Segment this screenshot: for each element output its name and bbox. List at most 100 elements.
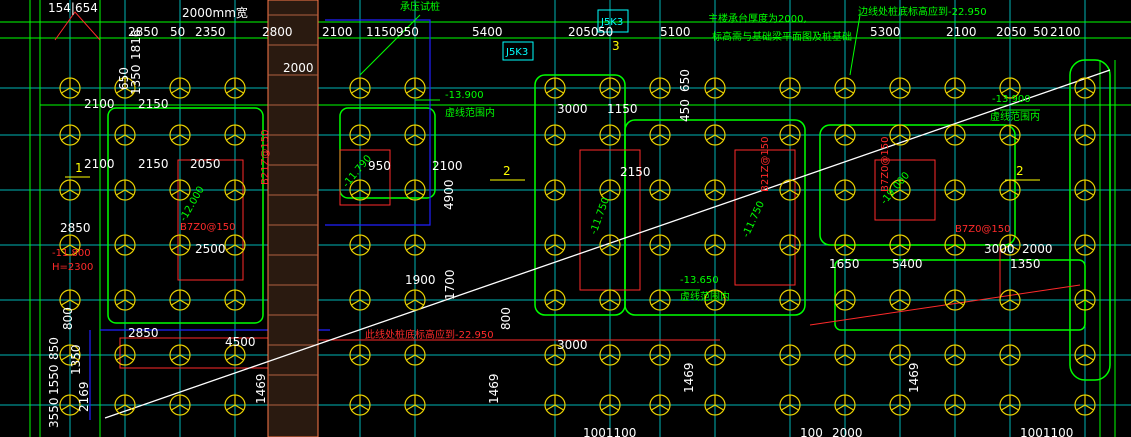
pile-symbol xyxy=(169,234,191,256)
pile-symbol xyxy=(999,77,1021,99)
pile-symbol xyxy=(224,289,246,311)
dimension-text: 2350 xyxy=(195,25,226,39)
pile-symbol xyxy=(224,124,246,146)
pile-symbol xyxy=(404,344,426,366)
pile-symbol xyxy=(599,394,621,416)
dimension-text: 1469 xyxy=(682,362,696,393)
pile-symbol xyxy=(59,394,81,416)
rebar-r3: B21Z@150 xyxy=(760,136,771,192)
pile-symbol xyxy=(59,77,81,99)
pile-symbol xyxy=(779,77,801,99)
dimension-text: 50 xyxy=(598,25,613,39)
pile-symbol xyxy=(224,179,246,201)
pile-symbol xyxy=(779,394,801,416)
pile-symbol xyxy=(544,77,566,99)
pile-symbol xyxy=(1074,289,1096,311)
pile-symbol xyxy=(544,289,566,311)
dimension-text: 2050 xyxy=(190,157,221,171)
pile-symbol xyxy=(834,124,856,146)
note-main-building-2: 标高需与基础梁平面图及桩基础 xyxy=(712,30,852,43)
pile-symbol xyxy=(889,289,911,311)
dimension-text: 950 xyxy=(396,25,419,39)
dimension-text: 2000 xyxy=(832,426,863,437)
pile-symbol xyxy=(944,179,966,201)
pile-symbol xyxy=(349,344,371,366)
pile-symbol xyxy=(169,289,191,311)
pile-symbol xyxy=(704,394,726,416)
section-mark-2b: 2 xyxy=(1016,164,1024,178)
elev-left-red-h: H=2300 xyxy=(52,262,93,273)
pile-symbol xyxy=(224,394,246,416)
pile-symbol xyxy=(114,234,136,256)
dimension-text: 5400 xyxy=(472,25,503,39)
box-label-1 xyxy=(597,9,629,33)
pile-symbol xyxy=(114,179,136,201)
dimension-text: 1469 xyxy=(254,373,268,404)
pile-symbol xyxy=(169,179,191,201)
pile-symbol xyxy=(779,124,801,146)
pile-symbol xyxy=(889,394,911,416)
pile-symbol xyxy=(944,344,966,366)
pile-symbol xyxy=(649,179,671,201)
rebar-r4: B7Z0@150 xyxy=(880,136,891,192)
pile-symbol xyxy=(599,289,621,311)
pile-symbol xyxy=(704,344,726,366)
dimension-text: 2100 xyxy=(432,159,463,173)
elev-e2-note: 虚线范围内 xyxy=(990,110,1040,123)
dimension-text: 650 xyxy=(678,69,692,92)
pile-symbol xyxy=(999,124,1021,146)
elev-left-red: -11.800 xyxy=(52,248,91,259)
dimension-text: 950 xyxy=(368,159,391,173)
dimension-text: 2150 xyxy=(620,165,651,179)
dimension-text: 1550 xyxy=(47,364,61,395)
dimension-text: 2850 xyxy=(60,221,91,235)
dimension-text: 3000 xyxy=(557,338,588,352)
pile-symbol xyxy=(404,179,426,201)
pile-symbol xyxy=(404,394,426,416)
pile-symbol xyxy=(114,344,136,366)
pile-symbol xyxy=(599,179,621,201)
dimension-text: 1350 xyxy=(69,344,83,375)
dimension-text: 3550 xyxy=(47,397,61,428)
pile-symbol xyxy=(544,394,566,416)
pile-symbol xyxy=(404,289,426,311)
section-diagonal-line xyxy=(104,69,1111,419)
dimension-text: 2050 xyxy=(996,25,1027,39)
pile-symbol xyxy=(169,77,191,99)
dimension-text: 2000 xyxy=(283,61,314,75)
box-label-1-text: J5K3 xyxy=(600,17,623,28)
pile-symbol xyxy=(999,234,1021,256)
pile-symbol xyxy=(1074,344,1096,366)
pile-symbol xyxy=(649,394,671,416)
pile-symbol xyxy=(599,234,621,256)
pile-symbol xyxy=(349,234,371,256)
pile-symbol xyxy=(404,77,426,99)
dimension-text: 2500 xyxy=(195,242,226,256)
pile-symbol xyxy=(944,289,966,311)
pile-symbol xyxy=(1074,124,1096,146)
dimension-text: 2150 xyxy=(138,157,169,171)
pile-symbol xyxy=(999,394,1021,416)
pile-symbol xyxy=(704,289,726,311)
pile-symbol xyxy=(704,179,726,201)
dimension-text: 2100 xyxy=(84,157,115,171)
dimension-text: 1350 xyxy=(1010,257,1041,271)
elev-e1-note: 虚线范围内 xyxy=(445,106,495,119)
dimension-text: 3000 xyxy=(984,242,1015,256)
pile-symbol xyxy=(59,179,81,201)
note-edge-pile-red: 此线处桩底标高应到-22.950 xyxy=(365,328,494,341)
pile-symbol xyxy=(834,344,856,366)
dimension-text: 850 xyxy=(47,337,61,360)
pile-symbol xyxy=(59,234,81,256)
pile-symbol xyxy=(944,77,966,99)
dimension-text: 2100 xyxy=(946,25,977,39)
pile-symbol xyxy=(544,179,566,201)
dimension-text: 4500 xyxy=(225,335,256,349)
dimension-text: 2100 xyxy=(322,25,353,39)
dimension-text: 1001100 xyxy=(1020,426,1073,437)
